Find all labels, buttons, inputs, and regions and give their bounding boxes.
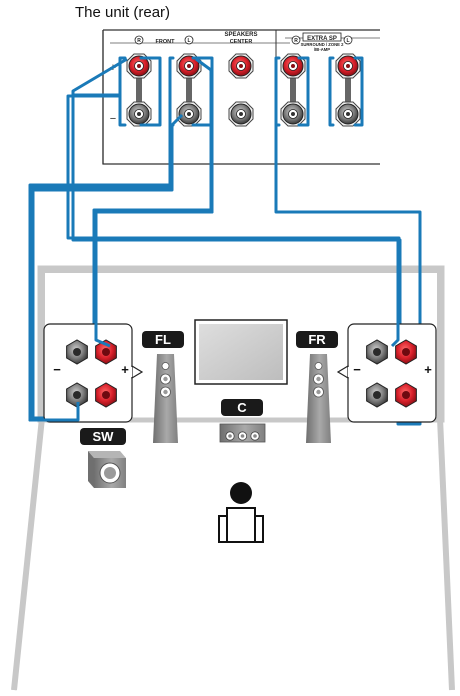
fr-label-box [296, 331, 338, 348]
svg-text:R: R [294, 38, 298, 44]
room-back-wall [37, 265, 445, 423]
fr-terminal-minus-bottom [366, 382, 388, 408]
fr-terminals [366, 339, 417, 408]
l-mark-extra: L [343, 35, 353, 45]
fl-label: FL [155, 332, 171, 347]
unit-terminal-extra-l-minus [335, 101, 361, 127]
fl-terminals [66, 339, 117, 408]
tv-icon [194, 319, 288, 385]
fl-terminal-minus-bottom [66, 382, 88, 408]
diagram-caption: The unit (rear) [75, 4, 171, 21]
front-left-speaker: FL [142, 331, 184, 443]
unit-terminal-extra-r-minus [280, 101, 306, 127]
fl-plus-mark: + [121, 362, 129, 377]
l-mark-front: L [184, 35, 194, 45]
unit-terminal-center-plus [228, 53, 254, 79]
bi-amp-label: /BI-AMP [314, 47, 330, 52]
fl-terminal-plus-top [95, 339, 117, 365]
fr-terminal-minus-top [366, 339, 388, 365]
front-right-speaker: FR [296, 331, 338, 443]
unit-terminals [126, 53, 361, 127]
panel-minus-mark: − [110, 113, 116, 125]
fr-plus-mark: + [424, 362, 432, 377]
fr-terminal-plus-bottom [395, 382, 417, 408]
fl-terminal-minus-top [66, 339, 88, 365]
box-wires [28, 185, 400, 422]
center-speaker: C [219, 399, 266, 443]
svg-text:L: L [346, 38, 349, 44]
unit-rear-panel [102, 29, 380, 165]
unit-terminal-front-l-minus [176, 101, 202, 127]
svg-text:L: L [187, 38, 190, 44]
fl-terminal-plus-bottom [95, 382, 117, 408]
r-mark-front: R [134, 35, 144, 45]
unit-terminal-center-minus [228, 101, 254, 127]
extra-sp-box [302, 32, 342, 42]
surround-zone-label: SURROUND / ZONE 2 [301, 42, 344, 47]
fr-minus-mark: − [353, 362, 361, 377]
speakers-label: SPEAKERS [224, 32, 257, 38]
center-label: CENTER [230, 39, 253, 45]
svg-text:R: R [137, 38, 141, 44]
center-speaker-label: C [237, 400, 247, 415]
listener-icon [218, 482, 264, 543]
unit-terminal-front-r-minus [126, 101, 152, 127]
sw-label: SW [93, 429, 115, 444]
r-mark-extra: R [291, 35, 301, 45]
fl-minus-mark: − [53, 362, 61, 377]
front-label: FRONT [156, 39, 176, 45]
extra-sp-label: EXTRA SP [307, 36, 337, 42]
fr-label: FR [308, 332, 326, 347]
fl-label-box [142, 331, 184, 348]
center-label-box [221, 399, 263, 416]
unit-terminal-front-r-plus [126, 53, 152, 79]
sw-label-box [80, 428, 126, 445]
subwoofer: SW [80, 428, 126, 488]
fr-terminal-plus-top [395, 339, 417, 365]
wire-fl-plus [92, 57, 213, 340]
